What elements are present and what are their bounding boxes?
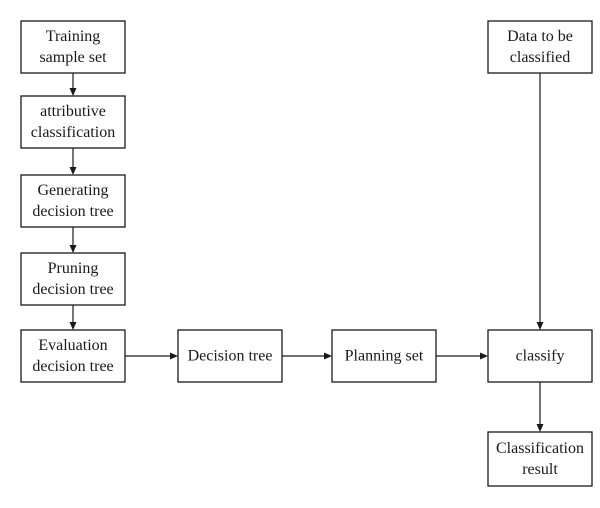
- node-label-line: attributive: [40, 103, 106, 120]
- edge-attributive-classification-to-generating-decision-tree: [69, 148, 77, 175]
- edge-generating-decision-tree-to-pruning-decision-tree: [69, 227, 77, 253]
- node-box: [487, 431, 593, 487]
- edges-layer: [69, 73, 544, 432]
- node-label-line: Pruning: [48, 260, 99, 277]
- node-data-to-be-classified: Data to be classified: [487, 20, 593, 74]
- edge-data-to-be-classified-to-classify: [536, 73, 544, 330]
- node-label-line: decision tree: [32, 203, 113, 220]
- node-box: [20, 20, 126, 74]
- arrow-head: [480, 352, 488, 360]
- arrow-head: [324, 352, 332, 360]
- nodes-layer: Training sample set attributive classificat…: [20, 20, 593, 487]
- node-label-line: classified: [510, 49, 570, 66]
- edge-evaluation-decision-tree-to-decision-tree: [125, 352, 178, 360]
- arrow-head: [69, 88, 77, 96]
- edge-classify-to-classification-result: [536, 382, 544, 432]
- edge-planning-set-to-classify: [436, 352, 488, 360]
- node-classify: classify: [487, 329, 593, 383]
- node-attributive-classification: attributive classification: [20, 95, 126, 149]
- arrow-head: [69, 167, 77, 175]
- node-label-line: Classification: [496, 440, 584, 457]
- arrow-head: [69, 322, 77, 330]
- node-label-line: sample set: [39, 49, 107, 66]
- arrow-head: [69, 245, 77, 253]
- node-label-line: decision tree: [32, 281, 113, 298]
- node-box: [487, 20, 593, 74]
- node-box: [20, 329, 126, 383]
- node-box: [20, 95, 126, 149]
- edge-decision-tree-to-planning-set: [282, 352, 332, 360]
- node-pruning-decision-tree: Pruning decision tree: [20, 252, 126, 306]
- arrow-head: [536, 424, 544, 432]
- node-label-line: Decision tree: [188, 348, 273, 365]
- node-decision-tree: Decision tree: [177, 329, 283, 383]
- node-label-line: Evaluation: [38, 337, 107, 354]
- node-planning-set: Planning set: [331, 329, 437, 383]
- edge-training-sample-set-to-attributive-classification: [69, 73, 77, 96]
- arrow-head: [536, 322, 544, 330]
- node-box: [331, 329, 437, 383]
- node-label-line: Generating: [37, 182, 108, 199]
- arrow-head: [170, 352, 178, 360]
- node-evaluation-decision-tree: Evaluation decision tree: [20, 329, 126, 383]
- node-label-line: result: [522, 461, 558, 478]
- node-label-line: Data to be: [507, 28, 573, 45]
- node-label-line: Planning set: [345, 348, 424, 365]
- node-label-line: classification: [31, 124, 115, 141]
- node-label-line: Training: [46, 28, 101, 45]
- node-training-sample-set: Training sample set: [20, 20, 126, 74]
- node-classification-result: Classification result: [487, 431, 593, 487]
- node-box: [20, 252, 126, 306]
- node-box: [177, 329, 283, 383]
- node-box: [487, 329, 593, 383]
- node-box: [20, 174, 126, 228]
- node-label-line: decision tree: [32, 358, 113, 375]
- edge-pruning-decision-tree-to-evaluation-decision-tree: [69, 305, 77, 330]
- node-generating-decision-tree: Generating decision tree: [20, 174, 126, 228]
- node-label-line: classify: [516, 348, 565, 365]
